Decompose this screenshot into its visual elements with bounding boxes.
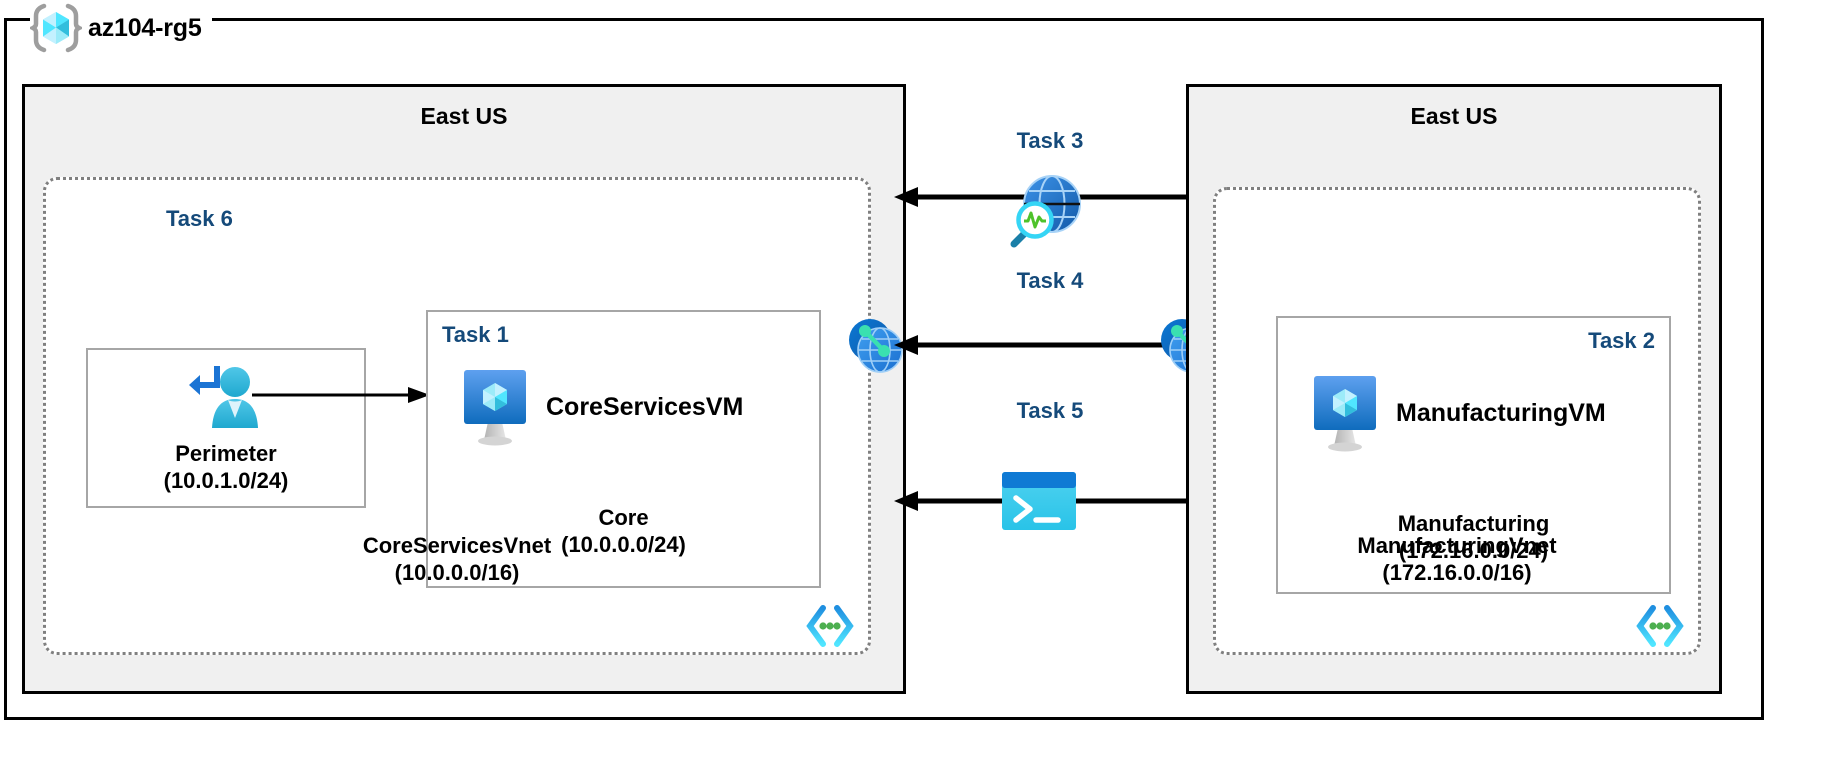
subnet-perimeter: Perimeter (10.0.1.0/24) <box>86 348 366 508</box>
subnet-manufacturing-cidr: (172.16.0.0/24) <box>1398 538 1549 563</box>
task-label-5: Task 5 <box>1016 398 1084 423</box>
vnet-manufacturing-name: ManufacturingVnet <box>1357 533 1557 558</box>
network-watcher-icon <box>1010 175 1081 248</box>
vnet-peering-icon-left <box>849 319 903 373</box>
vnet-coreservices-cidr: (10.0.0.0/16) <box>394 560 520 585</box>
bastion-icon-wrap <box>88 362 364 436</box>
task-label-1: Task 1 <box>442 322 509 347</box>
core-vm-name: CoreServicesVM <box>546 392 744 421</box>
manufacturing-vm-name: ManufacturingVM <box>1396 398 1606 427</box>
vnet-manufacturing: Task 2 ManufacturingVM <box>1213 187 1701 655</box>
vnet-manufacturing-cidr: (172.16.0.0/16) <box>1382 560 1532 585</box>
region-left-title: East US <box>420 103 508 129</box>
resource-group-name: az104-rg5 <box>88 13 202 42</box>
subnet-perimeter-cidr: (10.0.1.0/24) <box>163 468 289 493</box>
vnet-coreservices-name: CoreServicesVnet <box>362 533 552 558</box>
subnet-perimeter-name: Perimeter <box>175 441 277 466</box>
region-right-title: East US <box>1410 103 1498 129</box>
bastion-user-icon <box>189 366 258 428</box>
resource-group-frame <box>4 18 1764 720</box>
resource-group-header: az104-rg5 <box>30 0 212 56</box>
virtual-machine-icon <box>1314 376 1376 452</box>
task-label-6: Task 6 <box>166 206 233 231</box>
subnet-core-name: Core <box>598 505 649 530</box>
resource-group-cube-icon <box>30 3 82 53</box>
region-left-eastus: East US Task 6 <box>22 84 906 694</box>
subnet-core-cidr: (10.0.0.0/24) <box>561 532 686 557</box>
manufacturing-vm-row: ManufacturingVM <box>1308 372 1606 454</box>
virtual-network-icon <box>806 605 854 647</box>
vnet-coreservices: Task 6 Perim <box>43 177 871 655</box>
subnet-core: Task 1 <box>426 310 821 588</box>
virtual-machine-icon <box>464 370 526 446</box>
virtual-network-icon <box>1636 605 1684 647</box>
core-vm-row: CoreServicesVM <box>458 366 743 448</box>
subnet-manufacturing-name: Manufacturing <box>1397 511 1550 536</box>
task-label-2: Task 2 <box>1588 328 1655 353</box>
region-right-eastus: East US Task 2 <box>1186 84 1722 694</box>
connector-perimeter-to-core <box>252 387 430 403</box>
task-label-3: Task 3 <box>1016 128 1084 153</box>
subnet-manufacturing: Task 2 ManufacturingVM <box>1276 316 1671 594</box>
peering-icon-left-placeholder <box>0 87 57 149</box>
task-label-4: Task 4 <box>1016 268 1084 293</box>
cloud-shell-icon <box>1002 472 1076 530</box>
